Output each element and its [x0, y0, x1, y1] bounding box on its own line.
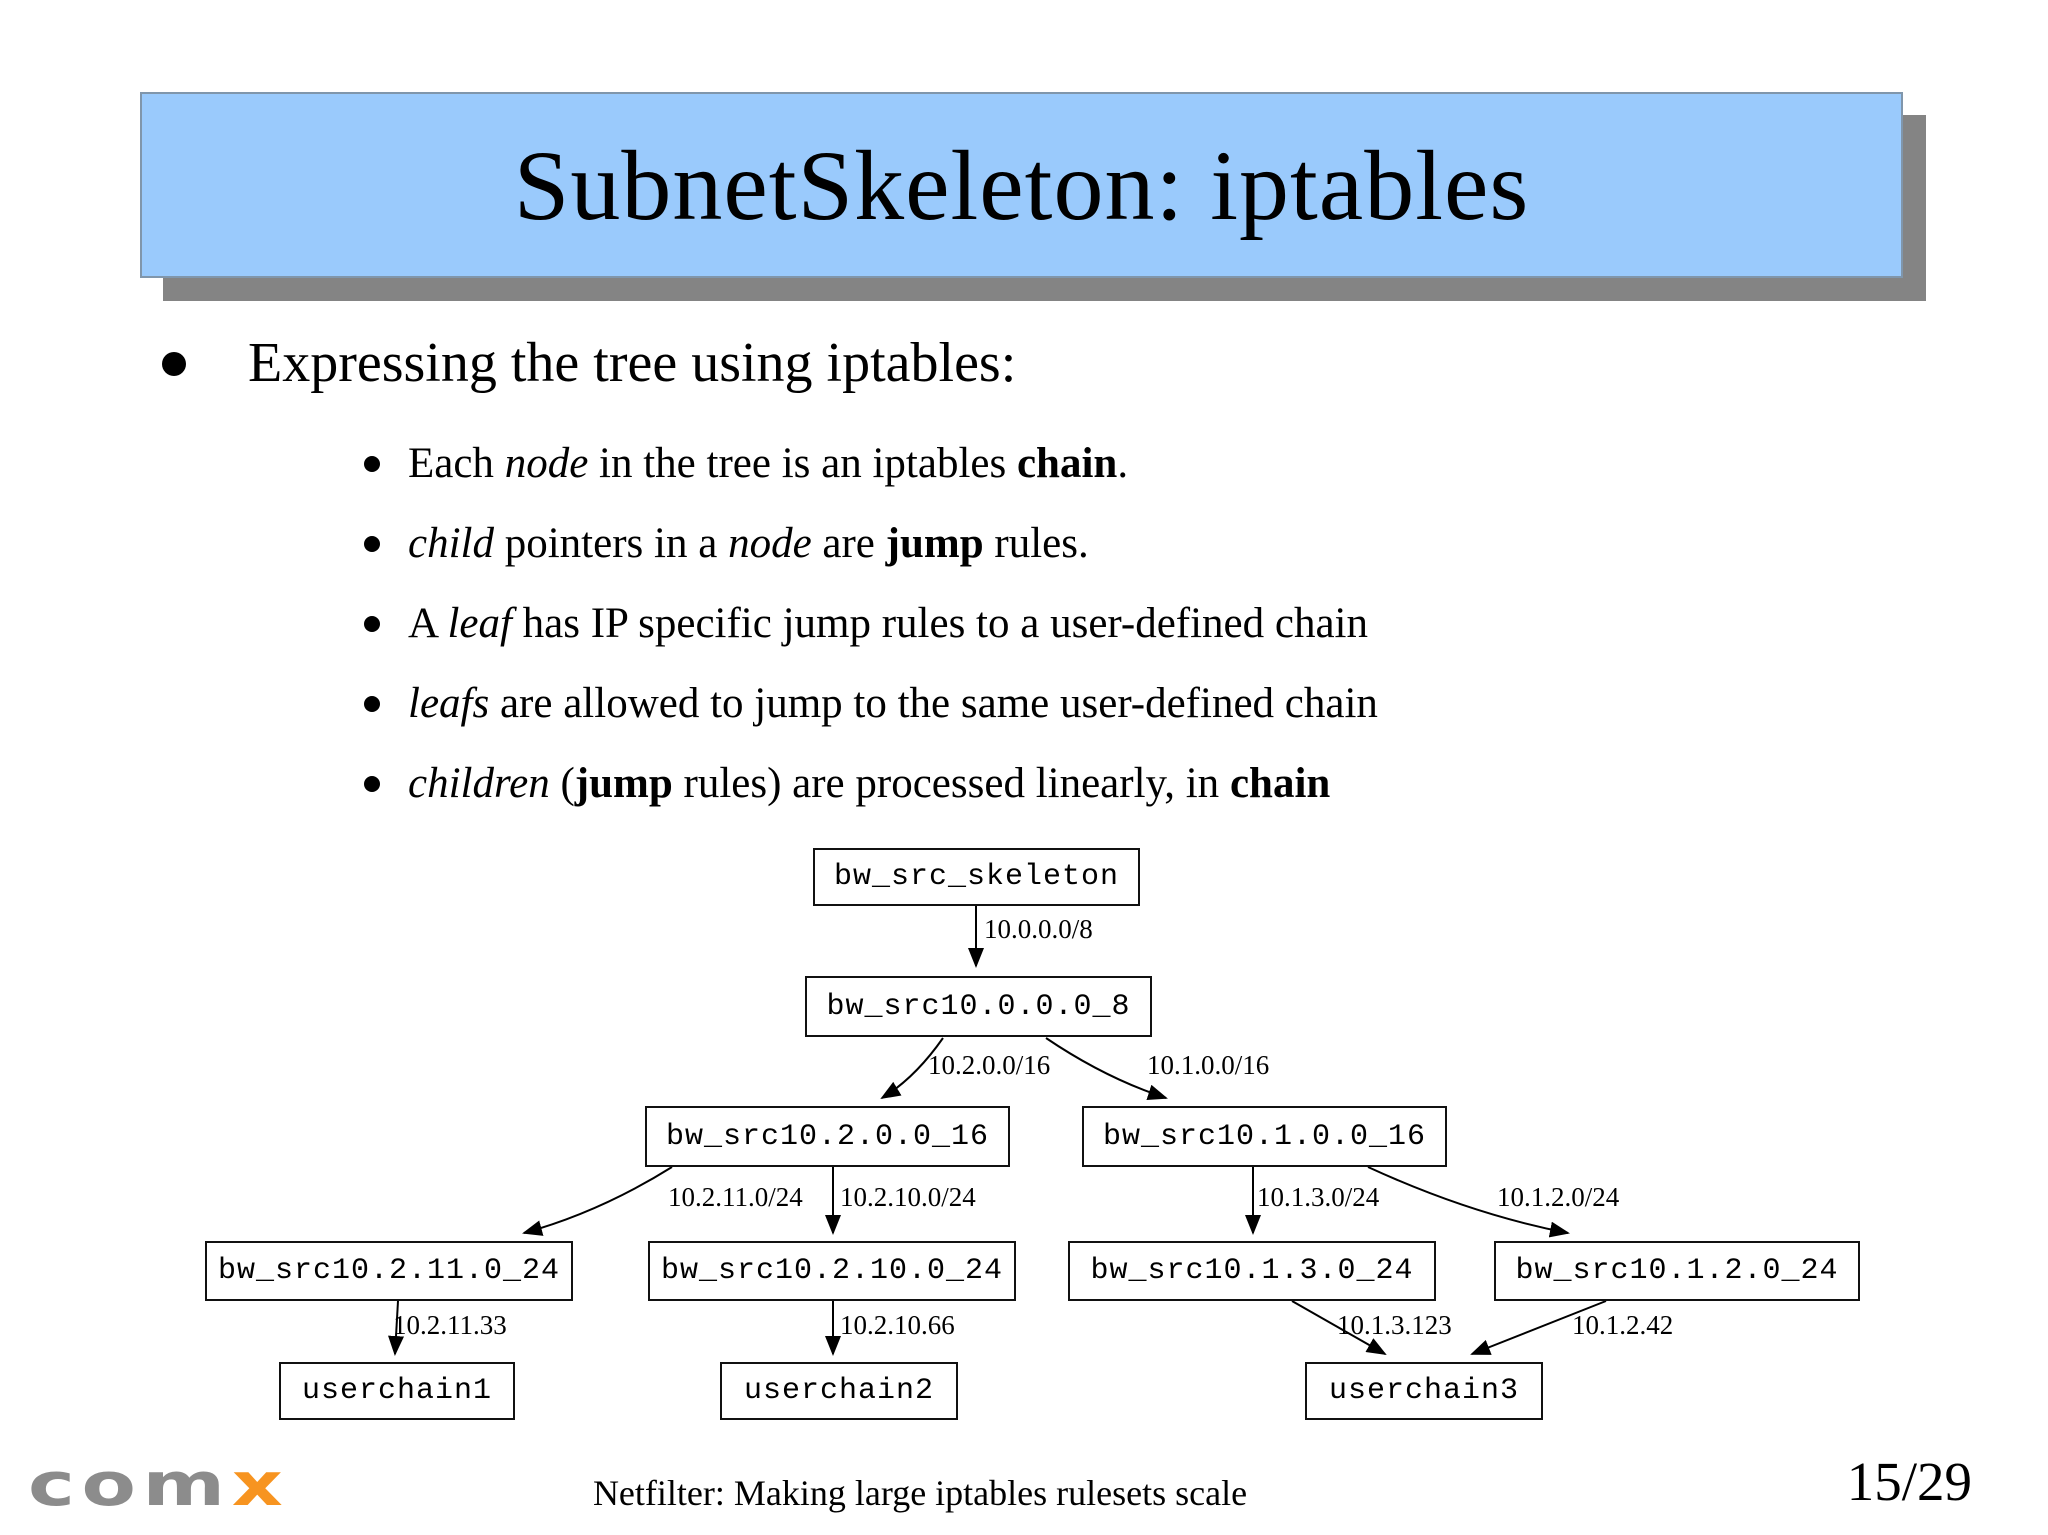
edge-label-10-1-0-0-16: 10.1.0.0/16 — [1147, 1050, 1270, 1080]
edge-label-10-1-3-0-24: 10.1.3.0/24 — [1257, 1182, 1380, 1212]
sub-bullet-text: Each node in the tree is an iptables cha… — [408, 440, 1129, 487]
sub-bullet-item: Each node in the tree is an iptables cha… — [364, 437, 1864, 491]
edge-label-10-2-11-33: 10.2.11.33 — [393, 1310, 507, 1340]
bullet-dot-icon — [364, 536, 380, 552]
node-bw-src10-0-0-0-8: bw_src10.0.0.0_8 — [805, 976, 1152, 1037]
bullet-dot-icon — [162, 352, 186, 376]
node-bw-src10-2-11-0-24: bw_src10.2.11.0_24 — [205, 1241, 573, 1301]
main-bullet-item: Expressing the tree using iptables: — [162, 330, 1862, 397]
node-userchain2: userchain2 — [720, 1362, 958, 1420]
bullet-dot-icon — [364, 696, 380, 712]
footer-caption: Netfilter: Making large iptables ruleset… — [592, 1473, 1248, 1513]
sub-bullet-text: children (jump rules) are processed line… — [408, 760, 1331, 807]
edge-label-10-2-10-0-24: 10.2.10.0/24 — [840, 1182, 976, 1212]
sub-bullet-text: leafs are allowed to jump to the same us… — [408, 680, 1378, 727]
node-bw-src10-2-10-0-24: bw_src10.2.10.0_24 — [648, 1241, 1016, 1301]
slide-title-banner: SubnetSkeleton: iptables — [140, 92, 1903, 278]
node-bw-src10-1-2-0-24: bw_src10.1.2.0_24 — [1494, 1241, 1860, 1301]
node-bw-src10-1-0-0-16: bw_src10.1.0.0_16 — [1082, 1106, 1447, 1167]
comx-logo: comx — [28, 1455, 289, 1515]
edge-label-10-1-2-0-24: 10.1.2.0/24 — [1497, 1182, 1620, 1212]
sub-bullet-item: A leaf has IP specific jump rules to a u… — [364, 597, 1864, 651]
sub-bullet-item: leafs are allowed to jump to the same us… — [364, 677, 1864, 731]
edge-label-10-2-10-66: 10.2.10.66 — [840, 1310, 955, 1340]
edge-label-10-0-0-0-8: 10.0.0.0/8 — [984, 914, 1093, 944]
edge-label-10-1-3-123: 10.1.3.123 — [1337, 1310, 1452, 1340]
logo-text-gray: com — [28, 1450, 232, 1520]
sub-bullet-text: child pointers in a node are jump rules. — [408, 520, 1089, 567]
sub-bullet-text: A leaf has IP specific jump rules to a u… — [408, 600, 1368, 647]
page-number: 15/29 — [1846, 1451, 1972, 1512]
bullet-dot-icon — [364, 616, 380, 632]
main-bullet-text: Expressing the tree using iptables: — [248, 332, 1017, 394]
edge-label-10-2-11-0-24: 10.2.11.0/24 — [668, 1182, 803, 1212]
edge-label-10-1-2-42: 10.1.2.42 — [1572, 1310, 1674, 1340]
node-bw-src10-2-0-0-16: bw_src10.2.0.0_16 — [645, 1106, 1010, 1167]
sub-bullet-item: children (jump rules) are processed line… — [364, 757, 1864, 811]
edge-label-10-2-0-0-16: 10.2.0.0/16 — [928, 1050, 1051, 1080]
bullet-dot-icon — [364, 776, 380, 792]
sub-bullet-item: child pointers in a node are jump rules. — [364, 517, 1864, 571]
node-bw-src-skeleton: bw_src_skeleton — [813, 848, 1140, 906]
slide-title: SubnetSkeleton: iptables — [513, 129, 1530, 241]
node-userchain3: userchain3 — [1305, 1362, 1543, 1420]
bullet-dot-icon — [364, 456, 380, 472]
node-bw-src10-1-3-0-24: bw_src10.1.3.0_24 — [1068, 1241, 1436, 1301]
logo-text-orange: x — [231, 1450, 290, 1520]
node-userchain1: userchain1 — [279, 1362, 515, 1420]
